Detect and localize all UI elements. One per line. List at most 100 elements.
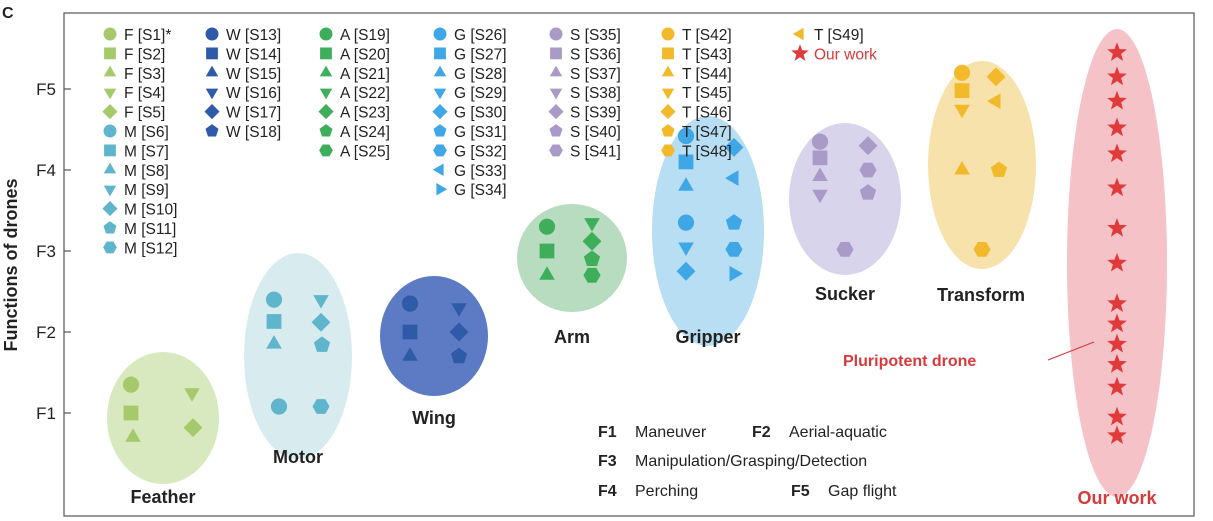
legend-label-29: G [S29] xyxy=(454,85,507,102)
legend-label-40: S [S40] xyxy=(570,124,621,141)
cluster-label-sucker: Sucker xyxy=(815,284,875,304)
point-wing-1 xyxy=(401,295,419,312)
point-arm-1 xyxy=(538,218,556,235)
legend-marker-50 xyxy=(791,44,809,61)
function-key-text-F2: Aerial-aquatic xyxy=(789,424,887,441)
point-motor-1 xyxy=(265,291,283,308)
legend-marker-6 xyxy=(103,124,117,138)
legend-label-18: W [S18] xyxy=(226,124,281,141)
point-transform-2 xyxy=(954,83,970,98)
legend-label-38: S [S38] xyxy=(570,85,621,102)
legend-label-33: G [S33] xyxy=(454,163,507,180)
legend-label-46: T [S46] xyxy=(682,105,732,122)
legend-marker-10 xyxy=(102,201,118,217)
legend-label-45: T [S45] xyxy=(682,85,732,102)
legend-label-37: S [S37] xyxy=(570,66,621,83)
legend-label-24: A [S24] xyxy=(340,124,390,141)
legend-label-15: W [S15] xyxy=(226,66,281,83)
legend-label-12: M [S12] xyxy=(124,240,177,257)
cluster-label-gripper: Gripper xyxy=(675,327,740,347)
legend-label-19: A [S19] xyxy=(340,27,390,44)
point-gripper-3 xyxy=(678,177,694,191)
legend-marker-12 xyxy=(103,241,117,254)
legend-label-31: G [S31] xyxy=(454,124,507,141)
legend-marker-9 xyxy=(103,185,117,197)
legend-label-6: M [S6] xyxy=(124,124,169,141)
point-our-work-10 xyxy=(1107,313,1127,333)
point-motor-7 xyxy=(270,398,288,415)
legend-marker-41 xyxy=(549,144,563,157)
ellipse-wing xyxy=(380,276,488,396)
cluster-label-arm: Arm xyxy=(554,327,590,347)
legend-marker-1 xyxy=(103,27,117,41)
legend-label-27: G [S27] xyxy=(454,46,507,63)
legend-label-49: T [S49] xyxy=(814,27,864,44)
point-transform-8 xyxy=(973,241,991,257)
cluster-label-motor: Motor xyxy=(273,447,323,467)
point-arm-4 xyxy=(584,218,600,232)
legend-label-32: G [S32] xyxy=(454,143,507,160)
legend-marker-20 xyxy=(320,47,332,60)
legend-marker-28 xyxy=(433,65,447,77)
point-our-work-15 xyxy=(1107,425,1127,445)
point-sucker-8 xyxy=(836,241,854,257)
point-motor-4 xyxy=(313,295,329,309)
point-feather-4 xyxy=(184,388,200,402)
ellipse-arm xyxy=(517,204,627,312)
legend-marker-48 xyxy=(661,144,675,157)
point-wing-6 xyxy=(450,347,468,364)
legend-marker-17 xyxy=(204,104,220,120)
point-wing-4 xyxy=(451,303,467,317)
legend-label-48: T [S48] xyxy=(682,143,732,160)
legend-marker-13 xyxy=(205,27,219,41)
point-motor-8 xyxy=(312,399,330,414)
y-tick-label-F5: F5 xyxy=(36,80,56,99)
point-sucker-3 xyxy=(812,167,828,181)
legend-label-28: G [S28] xyxy=(454,66,507,83)
legend-marker-21 xyxy=(319,65,333,77)
legend-marker-36 xyxy=(550,47,562,60)
legend-label-8: M [S8] xyxy=(124,163,169,180)
legend-marker-34 xyxy=(436,182,448,196)
legend-marker-3 xyxy=(103,65,117,77)
cluster-label-transform: Transform xyxy=(937,285,1025,305)
legend-marker-7 xyxy=(104,144,116,157)
point-sucker-6 xyxy=(859,162,877,178)
point-our-work-6 xyxy=(1107,177,1127,197)
legend-marker-27 xyxy=(434,47,446,60)
function-key-text-F4: Perching xyxy=(635,483,698,500)
point-gripper-8 xyxy=(725,170,739,186)
legend-marker-42 xyxy=(661,27,675,41)
function-key-code-F3: F3 xyxy=(598,453,617,470)
legend-label-4: F [S4] xyxy=(124,85,165,102)
legend-marker-26 xyxy=(433,27,447,41)
legend-marker-14 xyxy=(206,47,218,60)
legend-label-47: T [S47] xyxy=(682,124,732,141)
legend-marker-43 xyxy=(662,47,674,60)
ellipse-transform xyxy=(928,61,1036,269)
legend-label-17: W [S17] xyxy=(226,105,281,122)
legend-marker-18 xyxy=(205,124,219,137)
point-arm-3 xyxy=(539,266,555,280)
plot-frame xyxy=(63,12,1195,517)
point-arm-7 xyxy=(583,267,601,283)
legend-marker-29 xyxy=(433,88,447,100)
point-our-work-8 xyxy=(1107,252,1127,272)
legend-label-30: G [S30] xyxy=(454,105,507,122)
point-our-work-1 xyxy=(1107,42,1127,61)
point-motor-6 xyxy=(313,336,331,352)
function-key-text-F3: Manipulation/Grasping/Detection xyxy=(635,453,867,470)
point-gripper-9 xyxy=(725,214,743,230)
point-our-work-4 xyxy=(1107,117,1127,137)
legend-marker-37 xyxy=(549,65,563,77)
legend-marker-46 xyxy=(660,104,676,120)
point-sucker-1 xyxy=(811,133,829,150)
point-our-work-3 xyxy=(1107,90,1127,110)
point-sucker-2 xyxy=(812,150,828,166)
point-transform-4 xyxy=(986,67,1006,87)
legend-label-35: S [S35] xyxy=(570,27,621,44)
point-our-work-12 xyxy=(1107,354,1127,373)
point-motor-3 xyxy=(266,335,282,349)
point-transform-5 xyxy=(987,93,1001,109)
